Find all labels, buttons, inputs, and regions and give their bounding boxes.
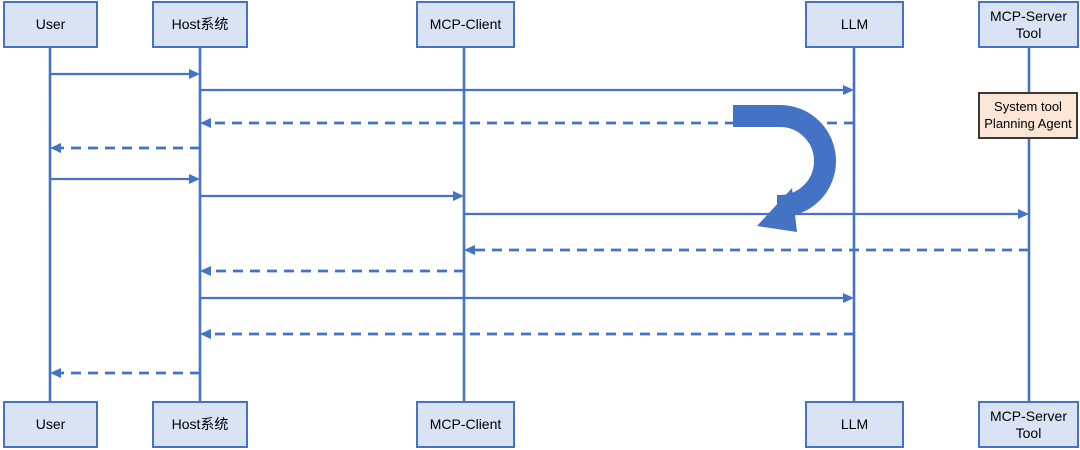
actor-box-mcp-server-bottom: MCP-Server Tool	[978, 401, 1079, 448]
message-7-mcp_client-to-mcp_server	[464, 209, 1029, 219]
wires-layer	[48, 48, 1031, 401]
actor-box-mcp-server-top: MCP-Server Tool	[978, 1, 1079, 48]
u-turn-arrowhead	[757, 188, 797, 232]
actor-box-llm-top: LLM	[805, 1, 904, 48]
actor-box-mcp-client-bottom: MCP-Client	[416, 401, 515, 448]
message-12-host-to-user	[50, 368, 200, 378]
actor-box-user-bottom: User	[3, 401, 98, 448]
u-turn-arrow-body	[733, 105, 836, 217]
actor-box-user-top: User	[3, 1, 98, 48]
annotation-system-tool-planning-agent: System tool Planning Agent	[978, 92, 1078, 139]
message-2-host-to-llm	[200, 85, 854, 95]
actor-box-mcp-client-top: MCP-Client	[416, 1, 515, 48]
message-6-host-to-mcp_client	[200, 191, 464, 201]
actor-box-host-bottom: Host系统	[152, 401, 248, 448]
message-10-host-to-llm	[200, 293, 854, 303]
actor-box-llm-bottom: LLM	[805, 401, 904, 448]
message-1-user-to-host	[50, 69, 200, 79]
message-9-mcp_client-to-host	[200, 266, 464, 276]
message-5-user-to-host	[50, 174, 200, 184]
u-turn-arrow	[733, 105, 836, 232]
actor-box-host-top: Host系统	[152, 1, 248, 48]
message-11-llm-to-host	[200, 329, 854, 339]
message-4-host-to-user	[50, 143, 200, 153]
message-8-mcp_server-to-mcp_client	[464, 245, 1029, 255]
